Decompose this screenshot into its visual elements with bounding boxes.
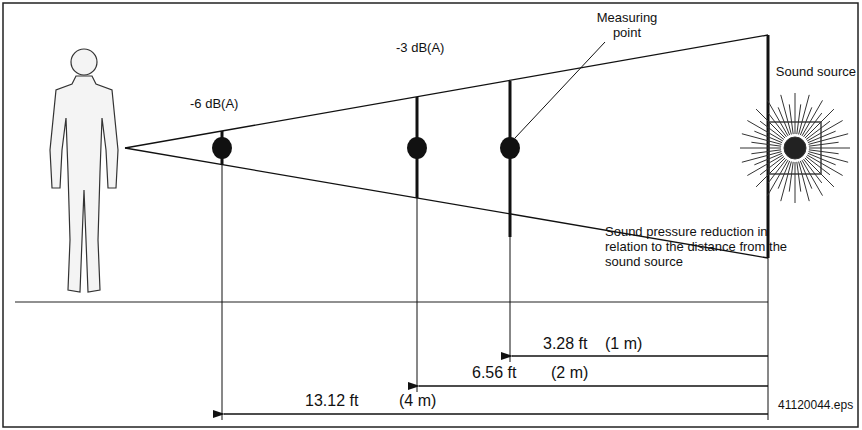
dimension-label: 6.56 ft xyxy=(472,364,516,382)
dimension-label: 13.12 ft xyxy=(305,392,358,410)
dimension-arrows xyxy=(224,356,768,414)
file-name: 41120044.eps xyxy=(778,398,853,413)
level-label: -6 dB(A) xyxy=(190,96,238,111)
dimension-label: (4 m) xyxy=(399,392,436,410)
dimension-label: (2 m) xyxy=(551,364,588,382)
ground-line xyxy=(15,301,768,302)
level-label: -3 dB(A) xyxy=(396,40,444,55)
person-figure xyxy=(50,49,118,292)
frame xyxy=(3,3,858,427)
note-text: Sound pressure reduction in relation to … xyxy=(605,224,810,269)
measuring-dots xyxy=(212,137,520,159)
dimension-label: (1 m) xyxy=(605,335,642,353)
source-label: Sound source xyxy=(776,64,856,79)
dimension-label: 3.28 ft xyxy=(543,335,587,353)
measuring-point-label: Measuring point xyxy=(586,10,668,40)
sound-source-symbol xyxy=(740,93,850,203)
leader-line xyxy=(515,42,605,138)
